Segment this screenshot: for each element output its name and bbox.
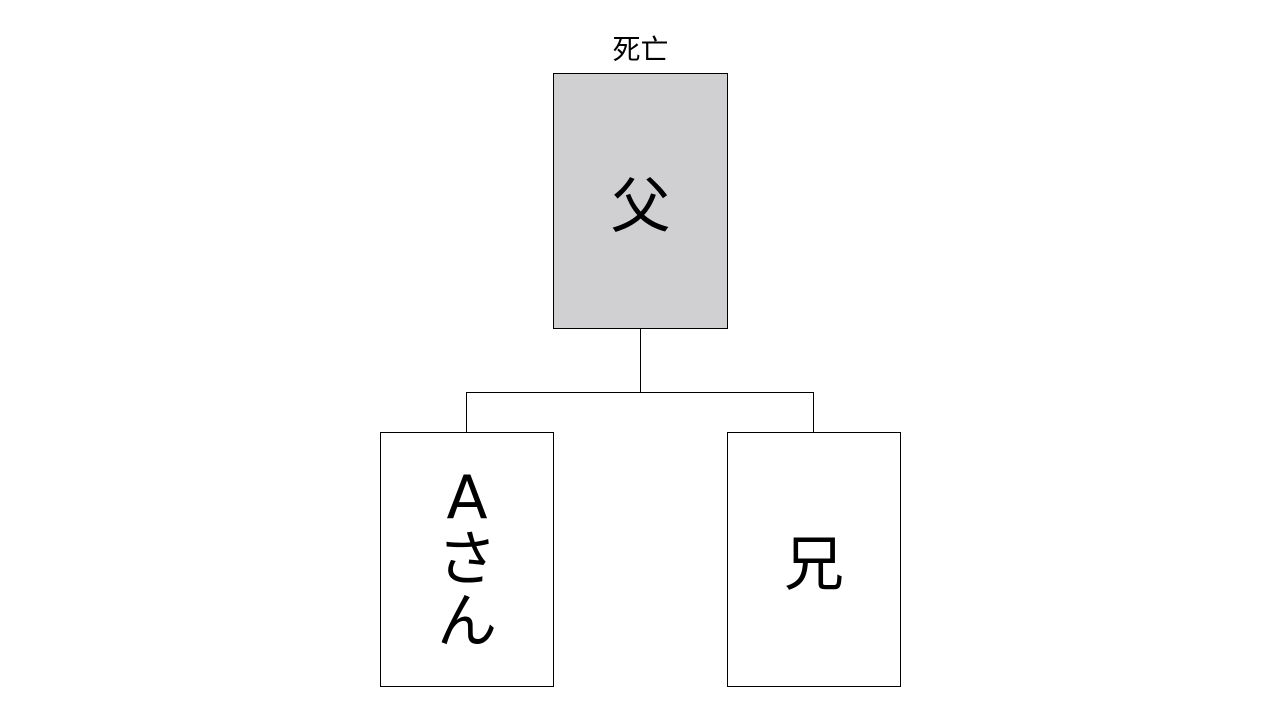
brother-label: 兄 xyxy=(784,530,844,600)
connector-a xyxy=(466,392,467,432)
connector-brother xyxy=(813,392,814,432)
child-node-a: A さ ん xyxy=(380,432,554,687)
connector-father xyxy=(640,329,641,393)
child-a-label-2: さ xyxy=(437,524,497,595)
connector-horizontal xyxy=(466,392,814,393)
child-node-brother: 兄 xyxy=(727,432,901,687)
father-node: 父 xyxy=(553,73,728,329)
father-label: 父 xyxy=(610,171,671,242)
child-a-label-1: A xyxy=(446,462,488,533)
deceased-label: 死亡 xyxy=(612,33,669,66)
child-a-label-3: ん xyxy=(437,586,497,657)
